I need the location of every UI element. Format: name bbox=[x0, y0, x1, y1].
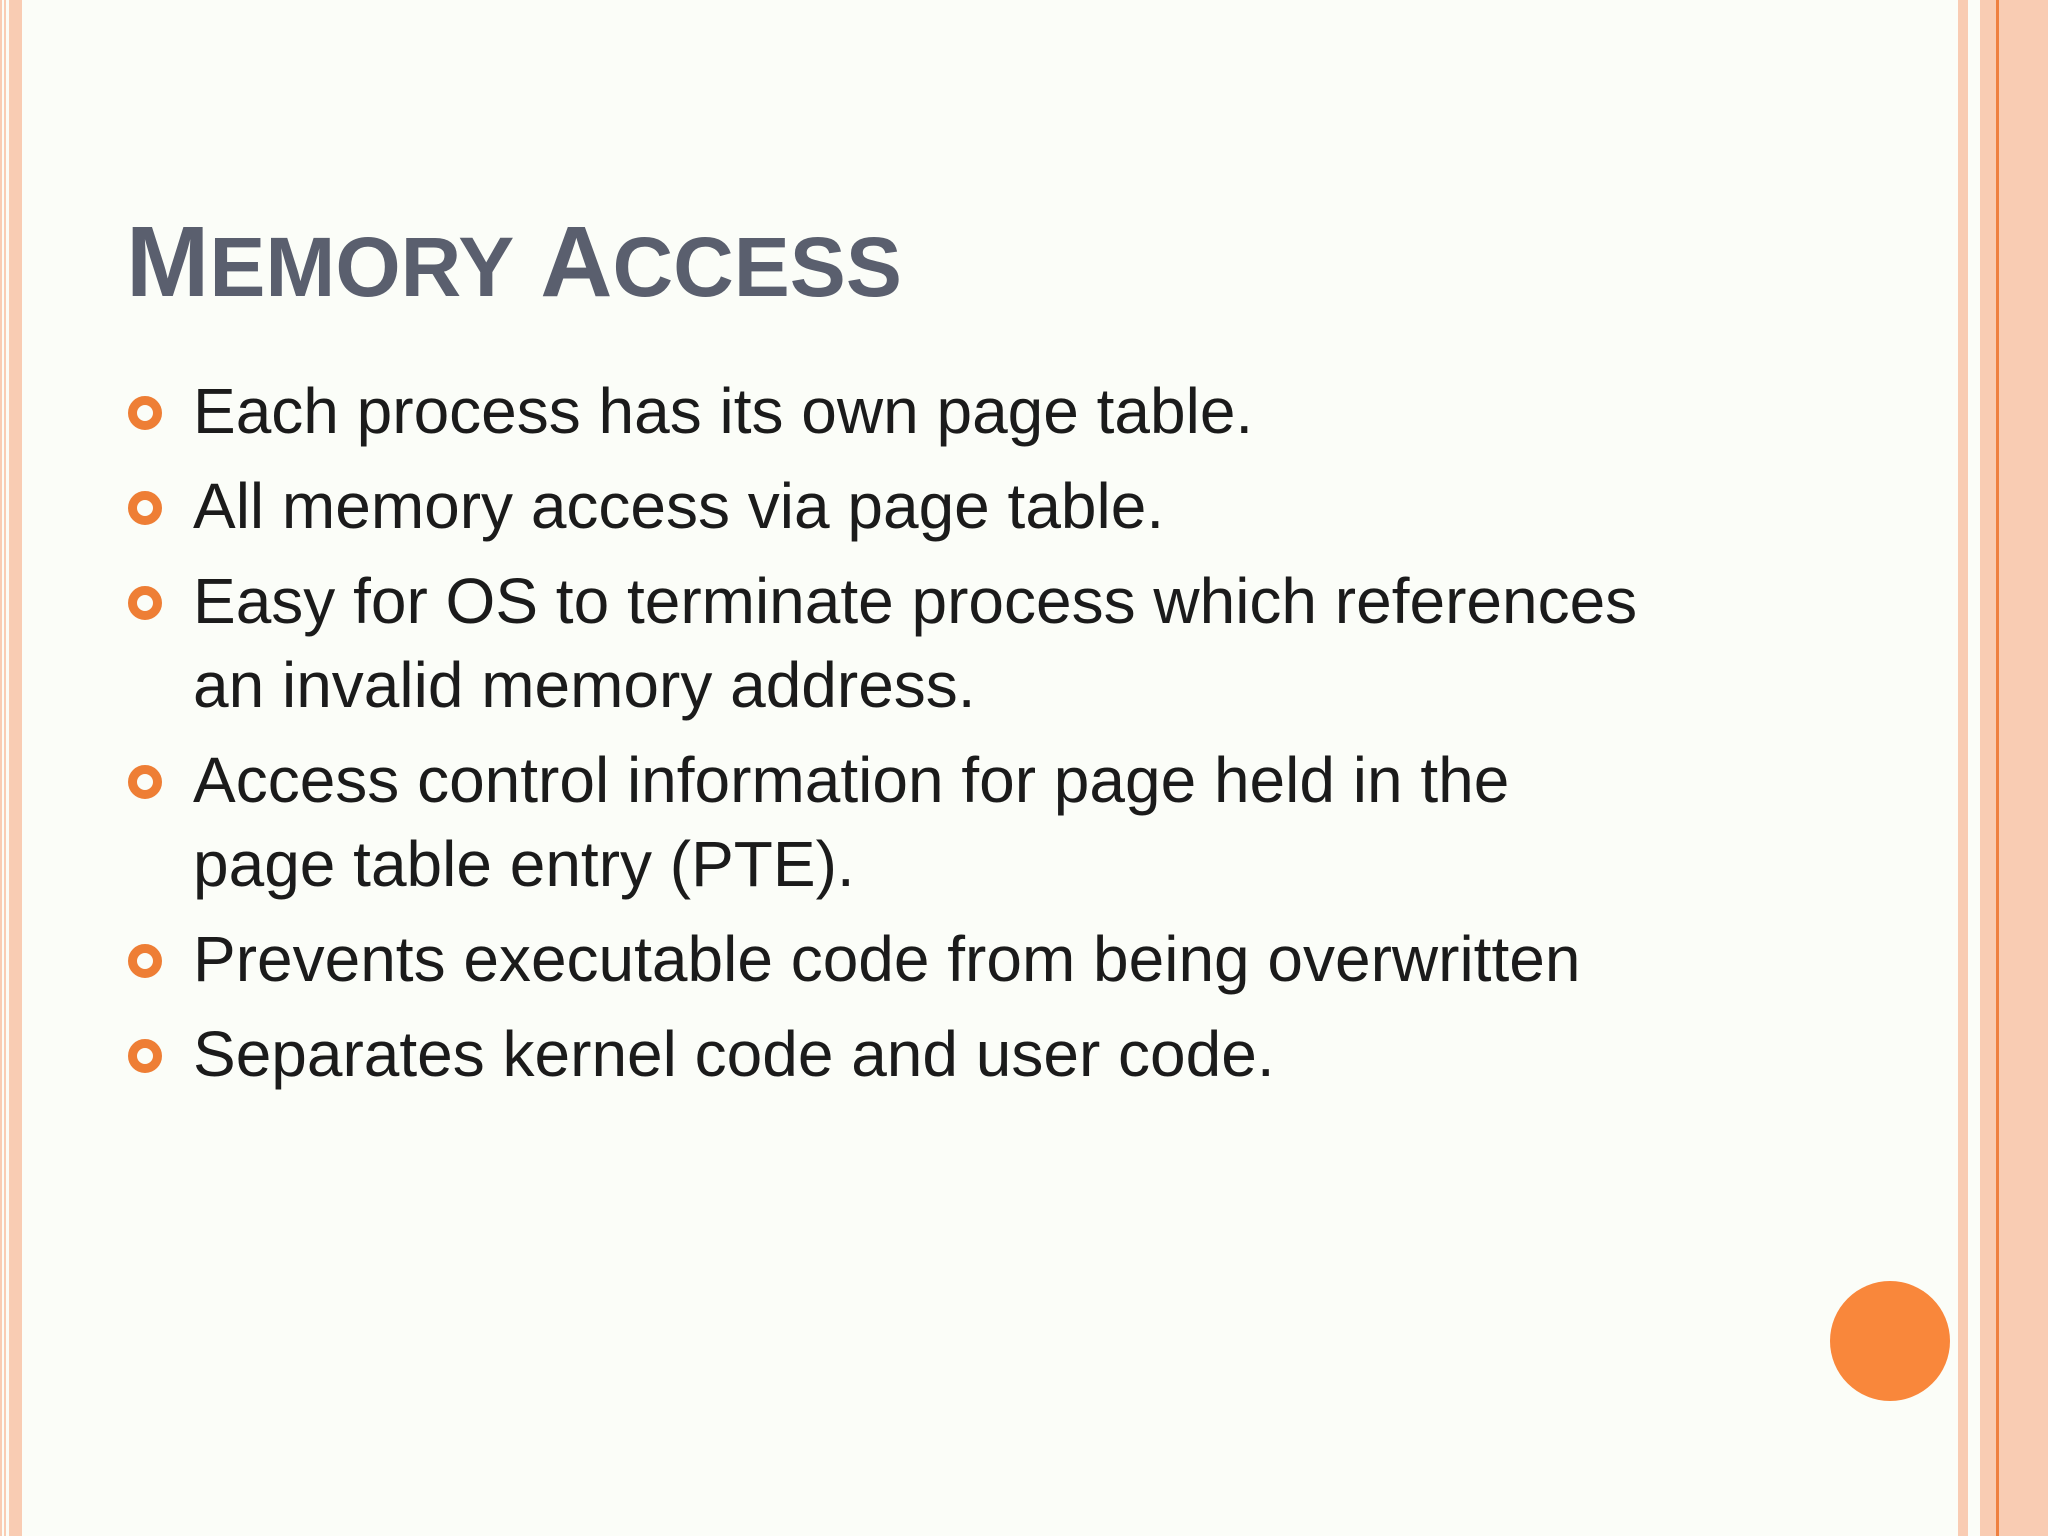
bullet-text: Each process has its own page table. bbox=[193, 375, 1254, 447]
title-initial: M bbox=[126, 206, 210, 319]
title-initial: A bbox=[540, 206, 613, 319]
right-border-stripe-wide bbox=[1980, 0, 2048, 1536]
title-small-caps: CCESS bbox=[612, 220, 902, 315]
accent-circle bbox=[1830, 1281, 1950, 1401]
list-item: All memory access via page table. bbox=[128, 464, 1828, 548]
left-border-stripe-thin bbox=[4, 0, 6, 1536]
bullet-ring-icon bbox=[128, 491, 162, 525]
list-item: Easy for OS to terminate process which r… bbox=[128, 559, 1828, 727]
left-border-stripe-outer bbox=[0, 0, 2, 1536]
bullet-text: Access control information for page held… bbox=[193, 744, 1510, 816]
list-item: Each process has its own page table. bbox=[128, 369, 1828, 453]
title-small-caps: EMORY bbox=[209, 220, 515, 315]
bullet-ring-icon bbox=[128, 396, 162, 430]
bullet-list: Each process has its own page table. All… bbox=[128, 369, 1828, 1107]
right-border-stripe-inner bbox=[1958, 0, 1968, 1536]
right-border-accent-line bbox=[1996, 0, 1999, 1536]
bullet-text: Separates kernel code and user code. bbox=[193, 1018, 1275, 1090]
list-item: Access control information for page held… bbox=[128, 738, 1828, 906]
list-item: Separates kernel code and user code. bbox=[128, 1012, 1828, 1096]
bullet-ring-icon bbox=[128, 1039, 162, 1073]
bullet-ring-icon bbox=[128, 944, 162, 978]
left-border-stripe-wide bbox=[9, 0, 22, 1536]
title-word: ACCESS bbox=[540, 207, 902, 317]
bullet-text: All memory access via page table. bbox=[193, 470, 1165, 542]
bullet-ring-icon bbox=[128, 586, 162, 620]
bullet-text: page table entry (PTE). bbox=[193, 828, 855, 900]
title-word: MEMORY bbox=[126, 207, 514, 317]
bullet-text: an invalid memory address. bbox=[193, 649, 976, 721]
bullet-ring-icon bbox=[128, 765, 162, 799]
bullet-text: Easy for OS to terminate process which r… bbox=[193, 565, 1638, 637]
bullet-text: Prevents executable code from being over… bbox=[193, 923, 1581, 995]
list-item: Prevents executable code from being over… bbox=[128, 917, 1828, 1001]
